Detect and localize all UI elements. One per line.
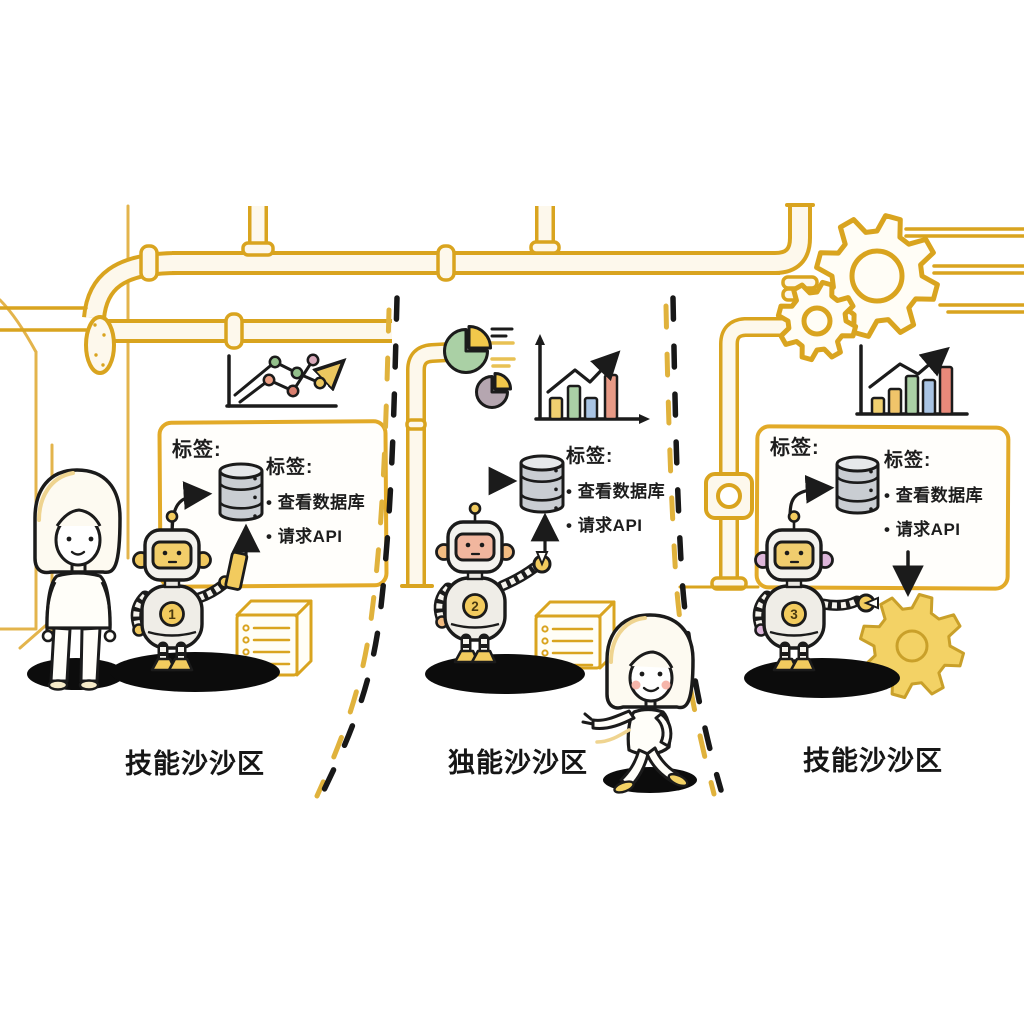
list-item: 请求API: [266, 522, 365, 547]
badge-circle: [781, 601, 807, 627]
human-figure-1: [33, 468, 122, 691]
badge-circle: [462, 593, 488, 619]
database-icon: [519, 454, 565, 514]
database-icons: [218, 454, 880, 522]
zone3-permissions-list: 标签: 查看数据库 请求API: [884, 445, 983, 540]
list-item: 查看数据库: [884, 481, 983, 506]
zone1-panel-label: 标签:: [172, 439, 222, 461]
figures: 1 2 3: [27, 468, 900, 794]
database-icon: [835, 455, 880, 515]
zone3-name: 技能沙沙区: [803, 746, 943, 776]
badge-circle: [159, 601, 185, 627]
gears-top: [775, 213, 940, 363]
mini-charts: [225, 325, 969, 424]
shadow: [110, 652, 280, 692]
gear-icon-small: [775, 279, 859, 363]
robot-badge-number: 2: [471, 599, 479, 614]
list-item: 请求API: [884, 515, 983, 540]
pipe-coupling: [436, 244, 456, 282]
pie-chart-large: [443, 325, 492, 374]
pie-chart-small: [475, 372, 512, 409]
robot-visor: [773, 540, 815, 570]
bar-chart-middle: [534, 334, 650, 424]
pipe-network: [0, 203, 1024, 591]
pipe-flange-plate: [84, 315, 116, 375]
human-figure-2: [581, 613, 695, 794]
zone-dividers: [314, 295, 724, 799]
robot-visor: [151, 540, 193, 570]
note-lines: [489, 327, 516, 368]
shadow: [744, 658, 900, 698]
shadow: [27, 658, 125, 690]
divider-dashed-line-2: [670, 295, 724, 793]
robot-3: 3: [752, 510, 879, 672]
line-chart: [225, 353, 338, 408]
zone1-name: 技能沙沙区: [125, 749, 265, 779]
list-item: 请求API: [566, 511, 665, 536]
list-title: 标签:: [884, 450, 932, 471]
list-item: 查看数据库: [566, 477, 665, 502]
database-icon: [218, 462, 264, 522]
antenna-icon: [787, 510, 801, 523]
zone2-name: 独能沙沙区: [448, 748, 588, 778]
divider-dashed-line-1: [321, 295, 400, 793]
pipe-coupling: [224, 312, 244, 350]
robot-badge-number: 3: [790, 607, 798, 622]
list-title: 标签:: [266, 457, 314, 478]
zone3-panel-label: 标签:: [770, 437, 820, 459]
robot-badge-number: 1: [168, 607, 176, 622]
robot-visor: [454, 532, 496, 562]
shadow: [425, 654, 585, 694]
zone2-permissions-list: 标签: 查看数据库 请求API: [566, 441, 665, 536]
zone1-permissions-list: 标签: 查看数据库 请求API: [266, 452, 365, 547]
robot-1: 1: [130, 510, 249, 672]
robot-2: 2: [433, 502, 552, 664]
list-item: 查看数据库: [266, 488, 365, 513]
pipe-coupling: [139, 244, 159, 282]
ticket-card-icon: [224, 550, 249, 591]
antenna-icon: [165, 510, 179, 523]
list-title: 标签:: [566, 446, 614, 467]
antenna-icon: [468, 502, 482, 515]
bar-chart-right: [855, 344, 969, 416]
